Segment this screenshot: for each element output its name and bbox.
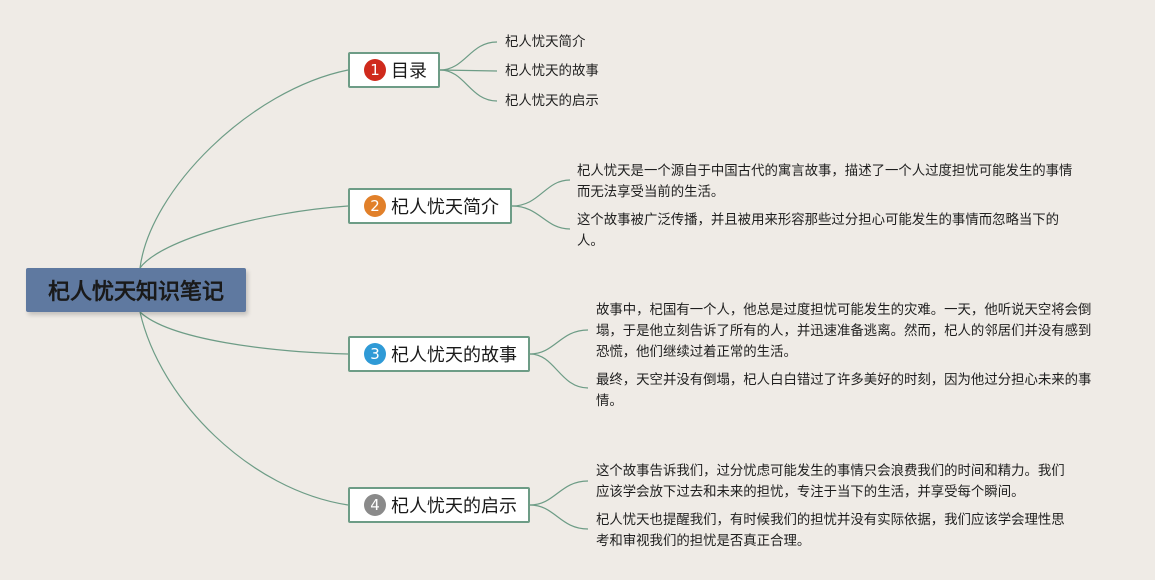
branch-2-leaf-1[interactable]: 杞人忧天是一个源自于中国古代的寓言故事，描述了一个人过度担忧可能发生的事情而无法… [577,164,1073,200]
branch-1-leaf-1-line [439,41,498,71]
number-badge-icon: 4 [364,494,386,516]
branch-1-leaf-2[interactable]: 杞人忧天的故事 [505,64,599,79]
root-topic-title: 杞人忧天知识笔记 [47,280,224,305]
branch-3-leaf-1-line [529,329,589,355]
branch-1-leaf-1[interactable]: 杞人忧天简介 [505,35,586,50]
branch-2-leaf-1-line [511,179,571,207]
root-to-branch-1-line [139,69,349,269]
root-to-branch-4-line [139,311,349,506]
branch-3-leaf-2-line [529,353,589,389]
number-badge-icon: 1 [364,59,386,81]
branch-4-leaf-1[interactable]: 这个故事告诉我们，过分忧虑可能发生的事情只会浪费我们的时间和精力。我们应该学会放… [596,464,1065,500]
branch-1-leaf-2-line [439,69,498,72]
branch-4-leaf-2-line [529,504,589,530]
branch-4-label: 杞人忧天的启示 [391,496,517,517]
root-topic[interactable]: 杞人忧天知识笔记 [26,268,246,312]
root-to-branch-2-line [139,205,349,269]
branch-3-label: 杞人忧天的故事 [391,345,517,366]
branch-4-leaf-2[interactable]: 杞人忧天也提醒我们，有时候我们的担忧并没有实际依据，我们应该学会理性思考和审视我… [596,513,1065,549]
branch-4-leaf-1-line [529,480,589,506]
branch-1-leaf-3[interactable]: 杞人忧天的启示 [505,94,599,109]
branch-1-label: 目录 [391,61,427,82]
branch-2-label: 杞人忧天简介 [391,197,499,218]
branch-3-leaf-2[interactable]: 最终，天空并没有倒塌，杞人白白错过了许多美好的时刻，因为他过分担心未来的事情。 [596,373,1092,409]
branch-2-leaf-2[interactable]: 这个故事被广泛传播，并且被用来形容那些过分担心可能发生的事情而忽略当下的人。 [577,213,1060,249]
branch-3-node[interactable]: 3 杞人忧天的故事 [348,336,530,372]
branch-3-leaf-1[interactable]: 故事中，杞国有一个人，他总是过度担忧可能发生的灾难。一天，他听说天空将会倒塌，于… [596,303,1092,360]
branch-1-node[interactable]: 1 目录 [348,52,440,88]
root-to-branch-3-line [139,311,349,355]
number-badge-icon: 3 [364,343,386,365]
branch-2-node[interactable]: 2 杞人忧天简介 [348,188,512,224]
number-badge-icon: 2 [364,195,386,217]
branch-1-leaf-3-line [439,69,498,102]
branch-4-node[interactable]: 4 杞人忧天的启示 [348,487,530,523]
branch-2-leaf-2-line [511,205,571,230]
